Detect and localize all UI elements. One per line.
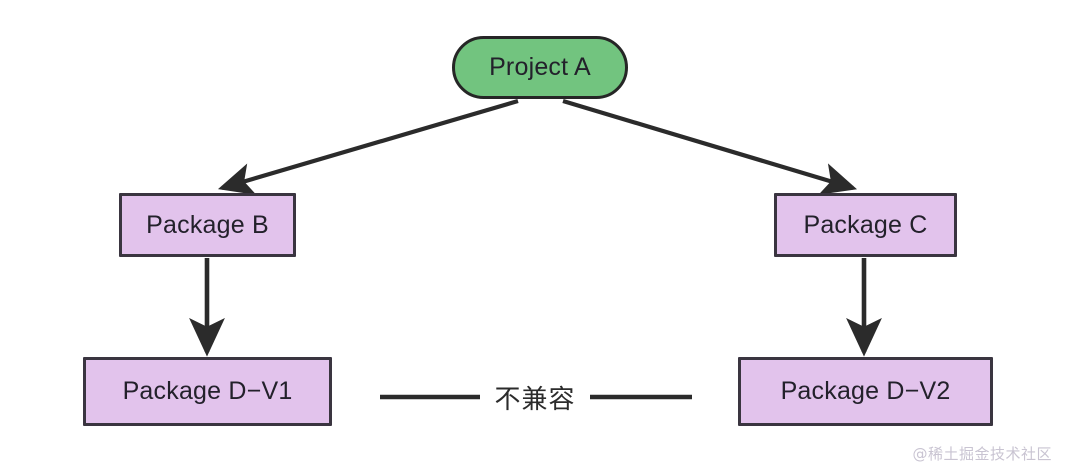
node-package-b-label: Package B xyxy=(146,210,269,239)
node-project-a[interactable]: Project A xyxy=(452,36,628,99)
edge-root-to-package-c xyxy=(562,98,858,195)
node-package-d-v2-label: Package D−V2 xyxy=(780,377,951,405)
node-package-d-v1[interactable]: Package D−V1 xyxy=(83,357,332,426)
node-package-b[interactable]: Package B xyxy=(119,193,296,257)
watermark: @稀土掘金技术社区 xyxy=(912,445,1052,463)
node-package-c-label: Package C xyxy=(803,210,928,239)
node-project-a-label: Project A xyxy=(489,53,591,81)
node-package-d-v2[interactable]: Package D−V2 xyxy=(738,357,993,426)
node-package-d-v1-label: Package D−V1 xyxy=(122,377,293,405)
edge-root-to-package-b xyxy=(217,98,519,195)
incompatible-edge-label: 不兼容 xyxy=(480,378,590,416)
node-package-c[interactable]: Package C xyxy=(774,193,957,257)
